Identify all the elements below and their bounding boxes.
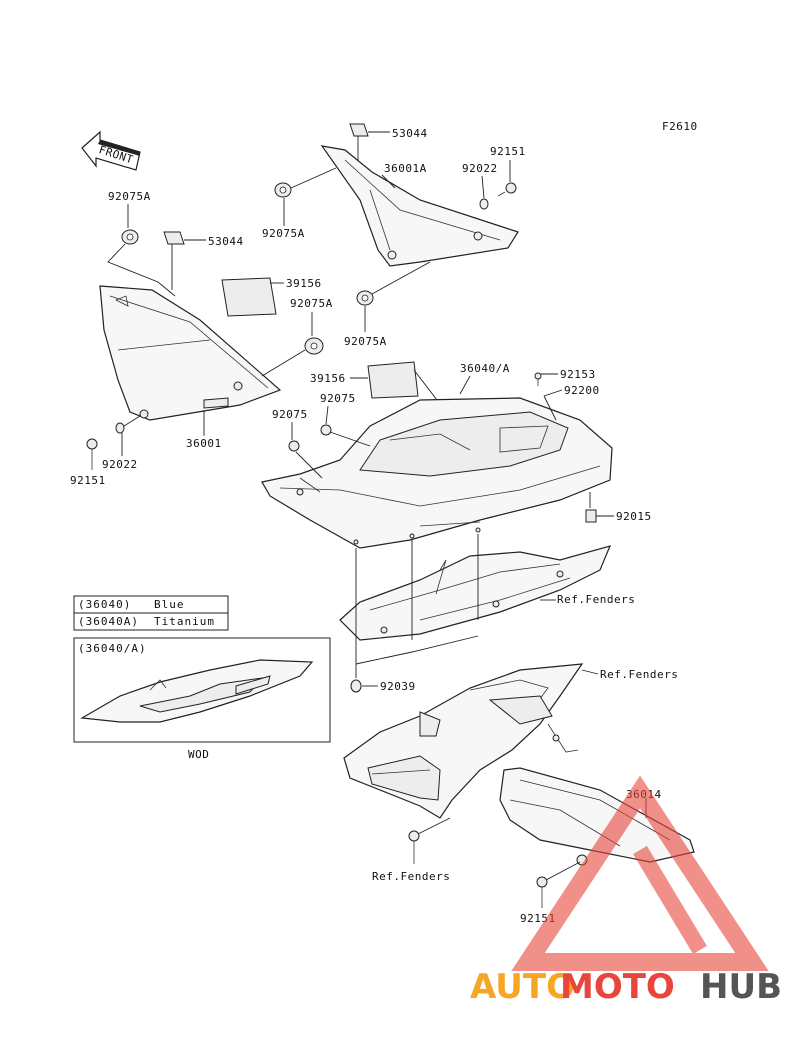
label-36001a: 36001A bbox=[384, 162, 427, 175]
front-arrow-icon: FRONT bbox=[81, 130, 141, 171]
side-cover-36001a bbox=[320, 145, 519, 267]
bolt-92151-left bbox=[86, 438, 98, 470]
bolt-92151-bottom bbox=[536, 876, 548, 908]
color-table: (36040) Blue (36040A) Titanium bbox=[73, 595, 229, 631]
pad-53044-top bbox=[349, 123, 369, 137]
nut-92075-a bbox=[288, 440, 300, 452]
color-table-part-1: (36040A) bbox=[78, 615, 139, 628]
color-table-color-1: Titanium bbox=[154, 615, 215, 628]
label-92022-top: 92022 bbox=[462, 162, 498, 175]
watermark-moto: MOTO bbox=[560, 967, 675, 1007]
pad-53044-left bbox=[163, 231, 185, 245]
label-92151-left: 92151 bbox=[70, 474, 106, 487]
watermark-auto: AUTO bbox=[470, 967, 575, 1007]
bolt-ref-fenders bbox=[408, 830, 420, 864]
color-table-part-0: (36040) bbox=[78, 598, 131, 611]
seat-cowl-36040 bbox=[261, 397, 613, 549]
side-cover-36001 bbox=[99, 285, 282, 421]
label-39156-mid: 39156 bbox=[310, 372, 346, 385]
label-92022-left: 92022 bbox=[102, 458, 138, 471]
nut-92075-b bbox=[320, 424, 332, 436]
label-53044-left: 53044 bbox=[208, 235, 244, 248]
decal-39156-mid bbox=[367, 361, 419, 399]
label-92075-a: 92075 bbox=[272, 408, 308, 421]
washer-92022-left bbox=[115, 422, 125, 434]
watermark-text: AUTO MOTO HUB bbox=[470, 967, 782, 1007]
clip-92039 bbox=[350, 679, 362, 693]
inset-caption: WOD bbox=[188, 748, 209, 761]
label-92200: 92200 bbox=[564, 384, 600, 397]
grommet-92075a-top bbox=[274, 182, 292, 198]
label-36040a: 36040/A bbox=[460, 362, 510, 375]
label-92015: 92015 bbox=[616, 510, 652, 523]
decal-39156-left bbox=[221, 277, 277, 317]
grommet-92075a-cover bbox=[304, 337, 324, 355]
figure-code: F2610 bbox=[662, 120, 698, 133]
watermark-hub: HUB bbox=[700, 967, 782, 1007]
label-92075a-right: 92075A bbox=[344, 335, 387, 348]
color-table-color-0: Blue bbox=[154, 598, 185, 611]
label-92075a-left: 92075A bbox=[108, 190, 151, 203]
screw-92153 bbox=[534, 372, 542, 386]
grommet-92075a-right bbox=[356, 290, 374, 306]
label-39156-left: 39156 bbox=[286, 277, 322, 290]
grommet-92075a-left bbox=[121, 229, 139, 245]
rear-fender bbox=[343, 663, 584, 819]
inset-label: (36040/A) bbox=[78, 642, 147, 655]
bolt-92151-top bbox=[497, 182, 517, 197]
under-tray bbox=[339, 545, 612, 641]
label-92075-b: 92075 bbox=[320, 392, 356, 405]
label-92151-top: 92151 bbox=[490, 145, 526, 158]
washer-92022-top bbox=[479, 198, 489, 210]
label-ref-fenders-1: Ref.Fenders bbox=[557, 593, 635, 606]
watermark-logo-icon bbox=[511, 775, 769, 971]
clip-92015 bbox=[585, 509, 597, 523]
label-36001: 36001 bbox=[186, 437, 222, 450]
label-ref-fenders-3: Ref.Fenders bbox=[372, 870, 450, 883]
label-92075a-mid: 92075A bbox=[262, 227, 305, 240]
label-ref-fenders-2: Ref.Fenders bbox=[600, 668, 678, 681]
label-92153: 92153 bbox=[560, 368, 596, 381]
label-92075a-topleft: 92075A bbox=[290, 297, 333, 310]
label-53044-top: 53044 bbox=[392, 127, 428, 140]
inset-box: (36040/A) bbox=[73, 637, 331, 743]
label-92039: 92039 bbox=[380, 680, 416, 693]
